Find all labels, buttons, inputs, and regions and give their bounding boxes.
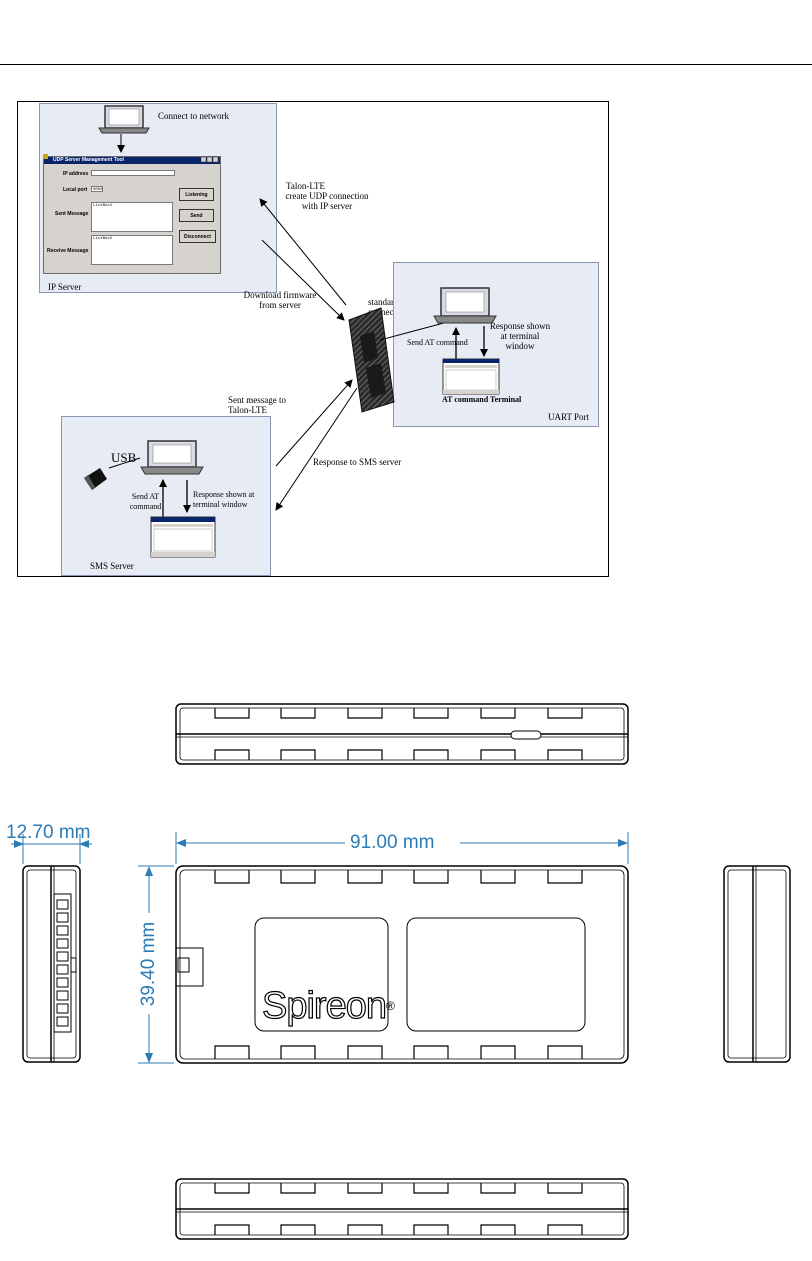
at-command-terminal-label: AT command Terminal (442, 395, 522, 404)
local-port-label: Local port (63, 187, 88, 193)
listening-button[interactable]: Listening (179, 188, 214, 201)
sms-terminal-window-icon (150, 516, 216, 558)
ip-server-laptop-icon (98, 105, 150, 134)
spireon-brand-text: Spireon (261, 985, 387, 1027)
diagram-graphics (43, 105, 500, 558)
response-to-sms-label: Response to SMS server (313, 457, 402, 467)
uart-response-line2: at terminal (500, 331, 540, 341)
side-view-left (22, 865, 81, 1063)
ip-address-label: IP address (63, 171, 89, 177)
download-firmware-label: Download firmware from server (230, 290, 330, 310)
top-view-lower (175, 1178, 629, 1240)
download-firmware-line2: from server (259, 300, 301, 310)
receive-message-label: Receive Message (47, 248, 89, 254)
uart-response-label: Response shown at terminal window (480, 321, 560, 351)
uart-port-label: UART Port (548, 412, 590, 422)
sent-message-to-label: Sent message to Talon-LTE (228, 395, 286, 415)
usb-dongle-icon (84, 468, 107, 490)
sms-response-label: Response shown at terminal window (193, 490, 254, 510)
connect-to-network-label: Connect to network (158, 111, 229, 121)
uart-port-panel (393, 262, 599, 427)
serial-line2: connection (368, 307, 408, 317)
local-port-field[interactable]: 0000 (91, 186, 103, 192)
send-at-command-label: Send AT command (407, 338, 468, 347)
download-firmware-line1: Download firmware (243, 290, 317, 300)
udp-window-title: UDP Server Management Tool (44, 157, 220, 164)
sms-laptop-icon (140, 440, 204, 475)
length-dimension-label: 91.00 mm (350, 832, 435, 853)
height-dimension-label: 39.40 mm (138, 921, 159, 1007)
with-ip-server-label: with IP server (301, 201, 353, 211)
sent-message-list[interactable]: ListBox1 (91, 202, 173, 232)
system-diagram (17, 101, 609, 577)
sms-response-line1: Response shown at (193, 490, 255, 499)
talon-lte-label: Talon-LTE (286, 181, 326, 191)
window-controls-icon (200, 156, 219, 163)
send-button[interactable]: Send (179, 209, 214, 222)
sms-response-line2: terminal window (193, 500, 248, 509)
receive-message-list[interactable]: ListBox2 (91, 235, 173, 265)
header-rule (0, 64, 812, 65)
create-udp-label: create UDP connection (285, 191, 369, 201)
depth-dimension-label: 12.70 mm (6, 822, 91, 843)
uart-response-line1: Response shown (489, 321, 551, 331)
ip-address-field[interactable] (91, 170, 175, 176)
dimension-lines (11, 832, 629, 1064)
sms-send-at-line1: Send AT (131, 492, 160, 501)
udp-connection-label: Talon-LTE create UDP connection with IP … (272, 181, 382, 211)
disconnect-button[interactable]: Disconnect (179, 230, 216, 243)
window-app-icon (43, 154, 48, 159)
sent-message-label: Sent Message (55, 211, 89, 217)
sms-server-label: SMS Server (90, 561, 134, 571)
front-view (175, 865, 629, 1064)
trademark-symbol: ® (385, 999, 395, 1013)
talon-lte-device-icon (348, 307, 395, 413)
top-view-upper (175, 703, 629, 765)
uart-terminal-window-icon (442, 358, 500, 395)
udp-server-window: UDP Server Management Tool IP address Lo… (43, 156, 221, 274)
uart-response-line3: window (505, 341, 535, 351)
spireon-logo: Spireon® (261, 985, 395, 1027)
sent-message-line2: Talon-LTE (228, 405, 268, 415)
uart-laptop-icon (433, 287, 497, 324)
sent-message-line1: Sent message to (228, 395, 286, 405)
sms-send-at-label: Send AT command (123, 492, 168, 512)
ip-server-label: IP Server (48, 282, 82, 292)
sms-send-at-line2: command (129, 502, 162, 511)
side-view-right (723, 865, 791, 1063)
